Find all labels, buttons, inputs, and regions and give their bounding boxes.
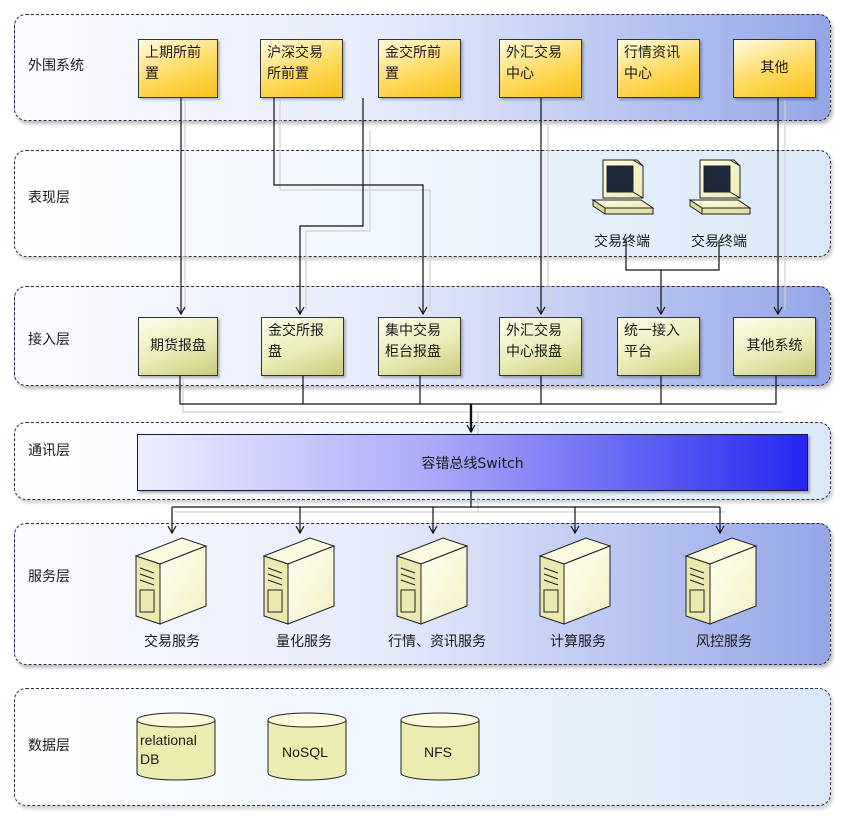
external-system-other: 其他 [733,39,816,98]
access-node-sge: 金交所报盘 [261,317,344,376]
service-label-market: 行情、资讯服务 [388,634,486,650]
server-tower-icon [134,537,208,625]
database-label-nosql: NoSQL [282,744,328,760]
terminal-label: 交易终端 [691,234,747,250]
access-node-cfets: 外汇交易中心报盘 [499,317,582,376]
server-tower-icon [684,537,758,625]
service-label-quant: 量化服务 [276,634,332,650]
layer-label-access: 接入层 [28,332,70,348]
database-cylinder-icon [267,712,347,781]
database-label-nfs: NFS [424,744,452,760]
database-label-relational: relational DB [140,732,197,767]
access-node-other: 其他系统 [733,317,816,376]
layer-label-service: 服务层 [28,569,70,585]
database-cylinder-icon [400,712,480,781]
desktop-computer-icon [591,159,655,215]
service-label-trading: 交易服务 [144,634,200,650]
server-tower-icon [538,537,612,625]
desktop-computer-icon [688,159,752,215]
access-node-unified-access: 统一接入平台 [617,317,700,376]
layer-label-external: 外围系统 [28,58,84,74]
external-system-cfets: 外汇交易中心 [499,39,582,98]
service-label-compute: 计算服务 [550,634,606,650]
access-node-centralized-trading: 集中交易柜台报盘 [378,317,461,376]
server-tower-icon [262,537,336,625]
external-system-market-data: 行情资讯中心 [617,39,700,98]
layer-label-data: 数据层 [28,738,70,754]
external-system-shfe-gateway: 上期所前置 [138,39,218,98]
layer-label-communication: 通讯层 [28,443,70,459]
access-node-futures: 期货报盘 [138,317,218,376]
fault-tolerant-bus: 容错总线Switch [137,434,808,491]
layer-label-presentation: 表现层 [28,190,70,206]
bus-label: 容错总线Switch [421,455,524,472]
service-label-risk: 风控服务 [696,634,752,650]
external-system-sge-gateway: 金交所前置 [378,39,461,98]
database-cylinder-icon [136,712,216,781]
external-system-sse-szse-gateway: 沪深交易所前置 [260,39,343,98]
terminal-label: 交易终端 [594,234,650,250]
server-tower-icon [395,537,469,625]
